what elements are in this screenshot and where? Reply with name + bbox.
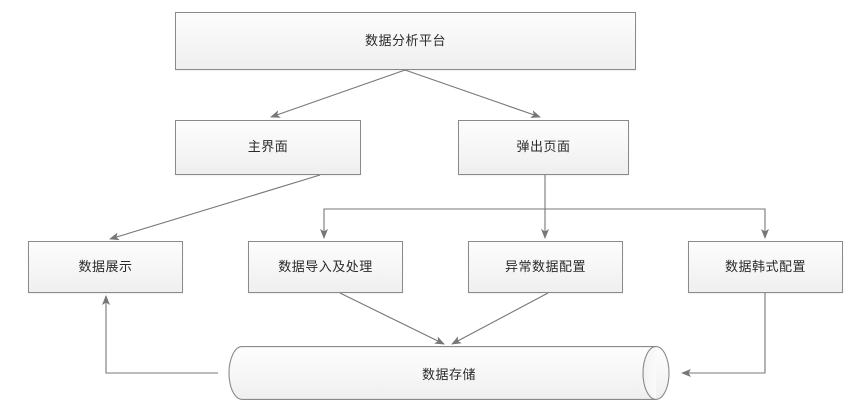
node-popup-page-label: 弹出页面 — [516, 140, 571, 155]
node-korean-data-config[interactable]: 数据韩式配置 — [688, 241, 843, 293]
edge-popup-page-to-data-import — [320, 208, 545, 239]
edge-platform-to-main-ui — [270, 69, 406, 118]
edge-popup-page-to-korean-cfg — [545, 208, 769, 239]
node-korean-data-config-label: 数据韩式配置 — [724, 259, 806, 275]
node-data-display[interactable]: 数据展示 — [28, 241, 183, 293]
cylinder-shape — [218, 346, 680, 400]
edge-data-storage-to-data-display — [102, 295, 218, 374]
edge-korean-cfg-to-data-storage — [681, 293, 766, 377]
node-data-display-label: 数据展示 — [78, 259, 133, 275]
node-data-storage[interactable]: 数据存储 — [218, 346, 680, 400]
node-data-import[interactable]: 数据导入及处理 — [248, 241, 403, 293]
edge-data-import-to-data-storage — [339, 292, 445, 345]
node-abnormal-data-config[interactable]: 异常数据配置 — [468, 241, 623, 293]
node-data-storage-label-wrap: 数据存储 — [218, 346, 680, 400]
node-popup-page[interactable]: 弹出页面 — [458, 120, 629, 175]
node-data-import-label: 数据导入及处理 — [278, 259, 373, 275]
edge-abnormal-cfg-to-data-storage — [451, 292, 549, 345]
edge-main-ui-to-data-display — [109, 174, 321, 241]
node-main-ui[interactable]: 主界面 — [175, 120, 361, 175]
node-platform[interactable]: 数据分析平台 — [175, 12, 636, 70]
node-main-ui-label: 主界面 — [247, 140, 289, 155]
node-abnormal-data-config-label: 异常数据配置 — [504, 259, 586, 275]
node-platform-label: 数据分析平台 — [364, 33, 446, 49]
node-data-storage-label: 数据存储 — [421, 367, 476, 383]
edge-platform-to-popup-page — [404, 69, 541, 118]
